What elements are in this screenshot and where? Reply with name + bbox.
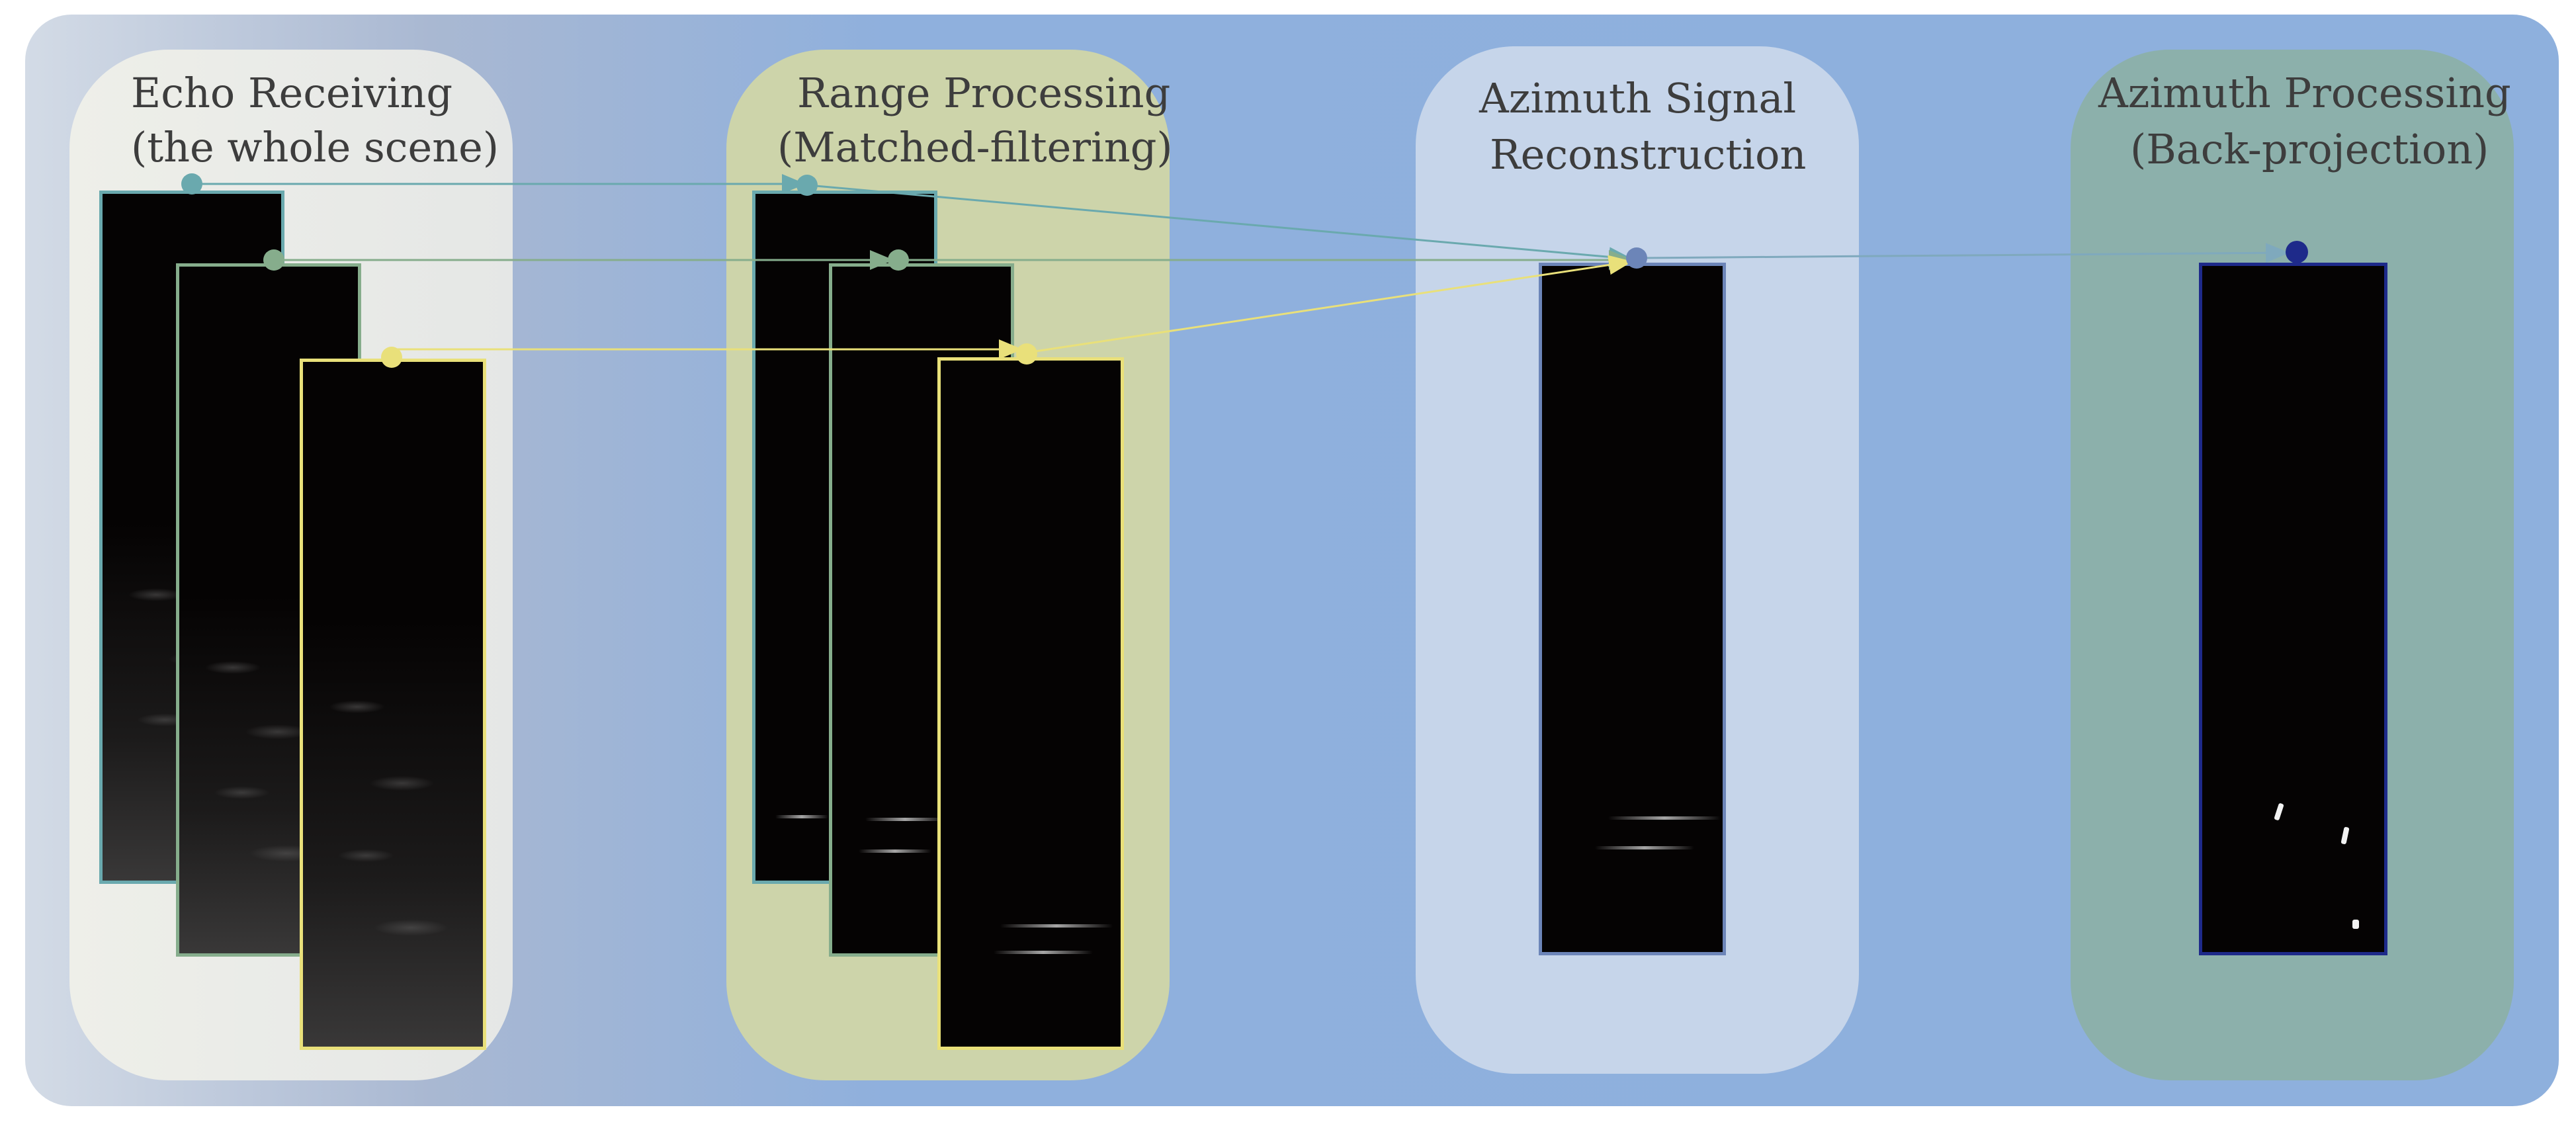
azimuth-signal-title-line2: Reconstruction	[1490, 130, 1807, 179]
back-projection-image	[2199, 263, 2387, 955]
range-processing-title-line2: (Matched-filtering)	[777, 123, 1173, 171]
dot-green-range	[888, 249, 909, 271]
range-streak	[859, 849, 931, 853]
range-image-yellow	[937, 357, 1124, 1050]
range-streak	[865, 818, 945, 821]
dot-teal-echo	[181, 173, 202, 195]
arrow-teal-range-to-azimuth	[808, 184, 1633, 267]
range-streak	[1000, 924, 1113, 928]
echo-speckle	[303, 622, 483, 1047]
range-streak	[994, 951, 1093, 954]
range-processing-title-line1: Range Processing	[797, 69, 1171, 117]
azimuth-processing-title-line2: (Back-projection)	[2130, 125, 2489, 173]
dot-green-echo	[263, 249, 284, 271]
azimuth-streak	[1608, 816, 1721, 820]
arrow-azimuth-to-backprojection	[1637, 243, 2290, 263]
azimuth-processing-title-line1: Azimuth Processing	[2098, 69, 2511, 117]
dot-teal-range	[796, 175, 818, 196]
azimuth-signal-image	[1539, 263, 1726, 955]
dot-yellow-echo	[381, 347, 402, 368]
target-point	[2352, 920, 2359, 929]
dot-yellow-range	[1016, 343, 1037, 365]
range-streak	[775, 815, 828, 818]
echo-image-yellow	[300, 359, 486, 1050]
echo-receiving-title-line2: (the whole scene)	[131, 123, 499, 171]
azimuth-streak	[1595, 846, 1694, 849]
echo-receiving-title-line1: Echo Receiving	[131, 69, 453, 117]
dot-back-projection	[2286, 241, 2308, 263]
azimuth-signal-title-line1: Azimuth Signal	[1479, 74, 1797, 122]
dot-azimuth-signal	[1626, 247, 1647, 269]
arrow-yellow-range-to-azimuth	[1026, 255, 1633, 354]
